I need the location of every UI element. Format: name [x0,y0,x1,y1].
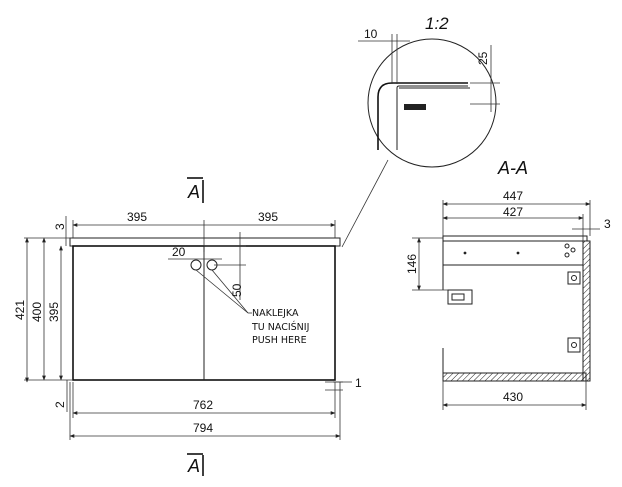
front-dim-2: 2 [53,401,67,408]
section-back-bracket-inner [451,293,465,301]
detail-dim-25: 25 [476,51,490,65]
push-hole-left [190,259,202,271]
section-mark-top: A [187,182,200,202]
push-hole-leader-right [211,269,249,314]
sticker-label-line1: NAKLEJKA [252,308,299,319]
detail-circle [367,38,497,168]
section-title: A-A [497,158,528,178]
detail-scale-label: 1:2 [425,14,449,33]
detail-view: 1:2 10 25 [341,14,500,248]
front-dim-3: 3 [53,223,67,230]
detail-corner-inner [396,85,468,150]
detail-dim-10: 10 [364,27,378,41]
section-hole-1 [463,251,467,255]
section-hinge-hole-a [564,243,570,249]
detail-corner-outer [377,82,468,150]
front-dim-400: 400 [30,302,44,322]
section-view: A-A 447 427 3 [405,158,611,410]
front-dim-762: 762 [193,398,213,412]
front-dim-395-right: 395 [258,210,278,224]
section-mark-bottom: A [187,456,200,476]
section-top-board [442,235,588,242]
front-dim-421: 421 [13,300,27,320]
section-hinge-bottom [567,337,581,353]
section-dim-3: 3 [604,217,611,231]
detail-sticker [404,104,426,110]
detail-leader [341,159,389,248]
front-dim-395-vertical: 395 [47,302,61,322]
front-dim-395-left: 395 [127,210,147,224]
front-top-plate [69,237,341,247]
front-dim-20: 20 [172,245,186,259]
section-dim-427: 427 [503,205,523,219]
section-door-hatch [582,240,591,382]
sticker-label-line3: PUSH HERE [252,335,307,346]
section-hinge-bottom-screw [571,342,577,348]
section-hinge-top-screw [571,275,577,281]
section-hole-2 [516,251,520,255]
section-dim-146: 146 [405,254,419,274]
section-bottom-hatch [442,372,587,382]
section-hinge-hole-c [564,252,570,258]
section-back-bracket [447,289,473,305]
front-dim-1: 1 [355,376,362,390]
section-hinge-hole-b [570,247,576,253]
front-dim-794: 794 [193,421,213,435]
sticker-label-line2: TU NACIŚNIJ [251,321,309,333]
section-dim-447: 447 [503,189,523,203]
push-hole-leader-left [195,269,249,314]
front-view: A A NAKLEJKA TU NACIŚNIJ PUSH HERE 20 50 [13,177,362,476]
front-dim-50: 50 [230,283,244,297]
section-hinge-top [567,271,581,285]
section-dim-430: 430 [503,390,523,404]
